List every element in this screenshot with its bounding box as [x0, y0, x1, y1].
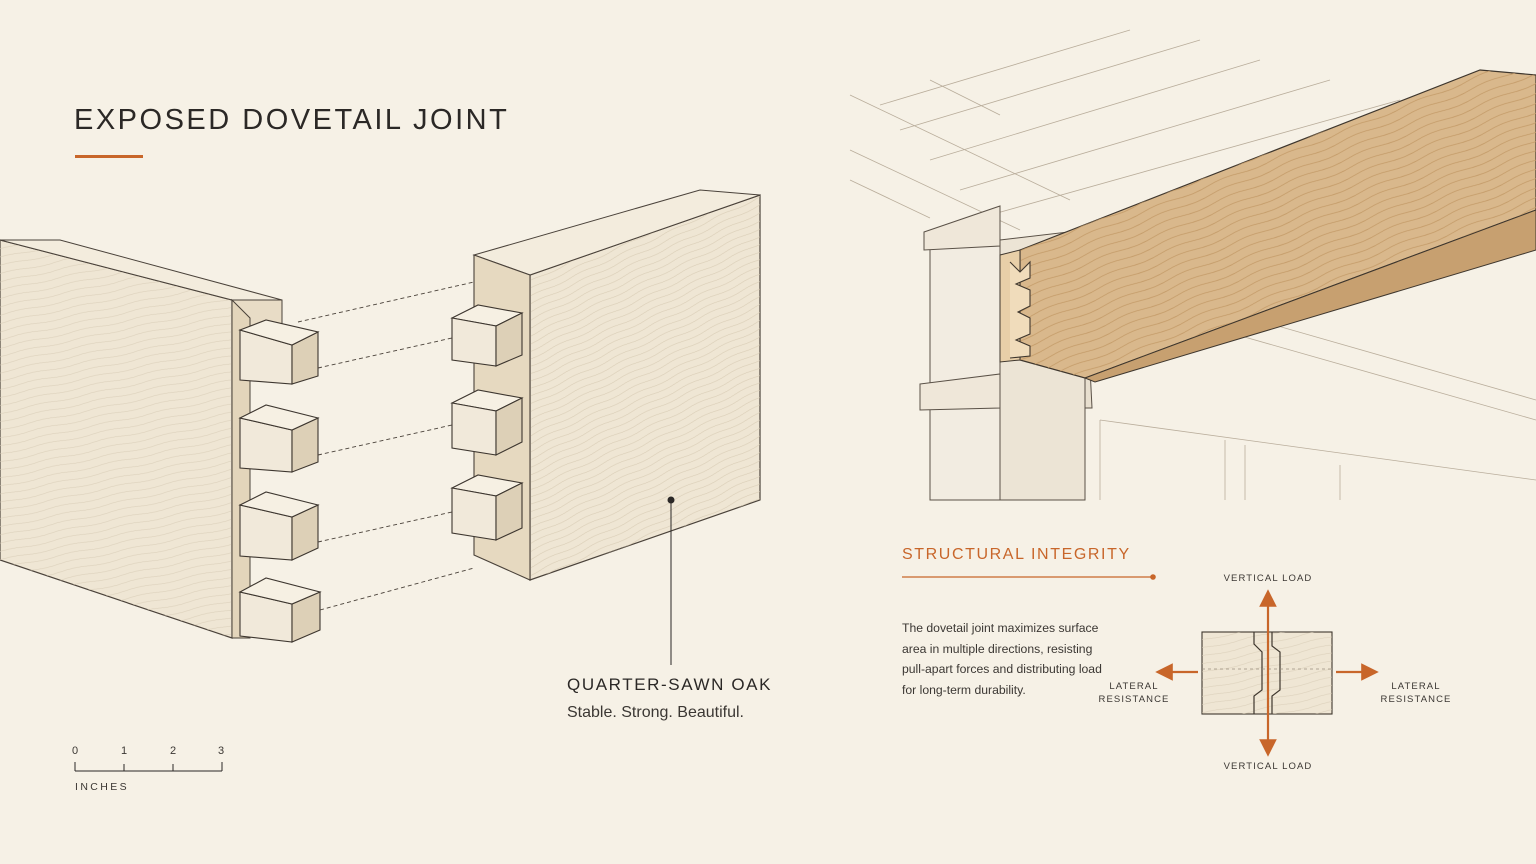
material-tagline: Stable. Strong. Beautiful.	[567, 704, 744, 721]
alignment-dashes	[297, 281, 475, 611]
structural-rule	[902, 574, 1156, 580]
dovetail-pins	[450, 304, 524, 541]
scale-tick-0: 0	[72, 745, 79, 757]
scale-tick-3: 3	[218, 745, 225, 757]
label-vertical-load-bottom: VERTICAL LOAD	[1223, 761, 1313, 772]
scale-tick-2: 2	[170, 745, 177, 757]
label-vertical-load-top: VERTICAL LOAD	[1223, 573, 1313, 584]
wall-panels	[1099, 317, 1536, 500]
scale-unit: INCHES	[75, 781, 130, 793]
pin-board	[472, 189, 761, 581]
material-name: QUARTER-SAWN OAK	[567, 675, 773, 694]
beam	[999, 69, 1536, 383]
structural-heading: STRUCTURAL INTEGRITY	[902, 546, 1131, 563]
dovetail-tails	[238, 319, 322, 643]
scale-bar	[74, 762, 223, 772]
oak-callout	[667, 496, 675, 665]
structural-body: The dovetail joint maximizes surface are…	[902, 621, 1102, 697]
scale-tick-1: 1	[121, 745, 128, 757]
title-underline	[75, 155, 143, 158]
load-arrows	[1155, 589, 1379, 757]
label-lateral-left: LATERAL RESISTANCE	[1098, 681, 1170, 705]
page-title: EXPOSED DOVETAIL JOINT	[74, 104, 510, 136]
label-lateral-right: LATERAL RESISTANCE	[1380, 681, 1452, 705]
